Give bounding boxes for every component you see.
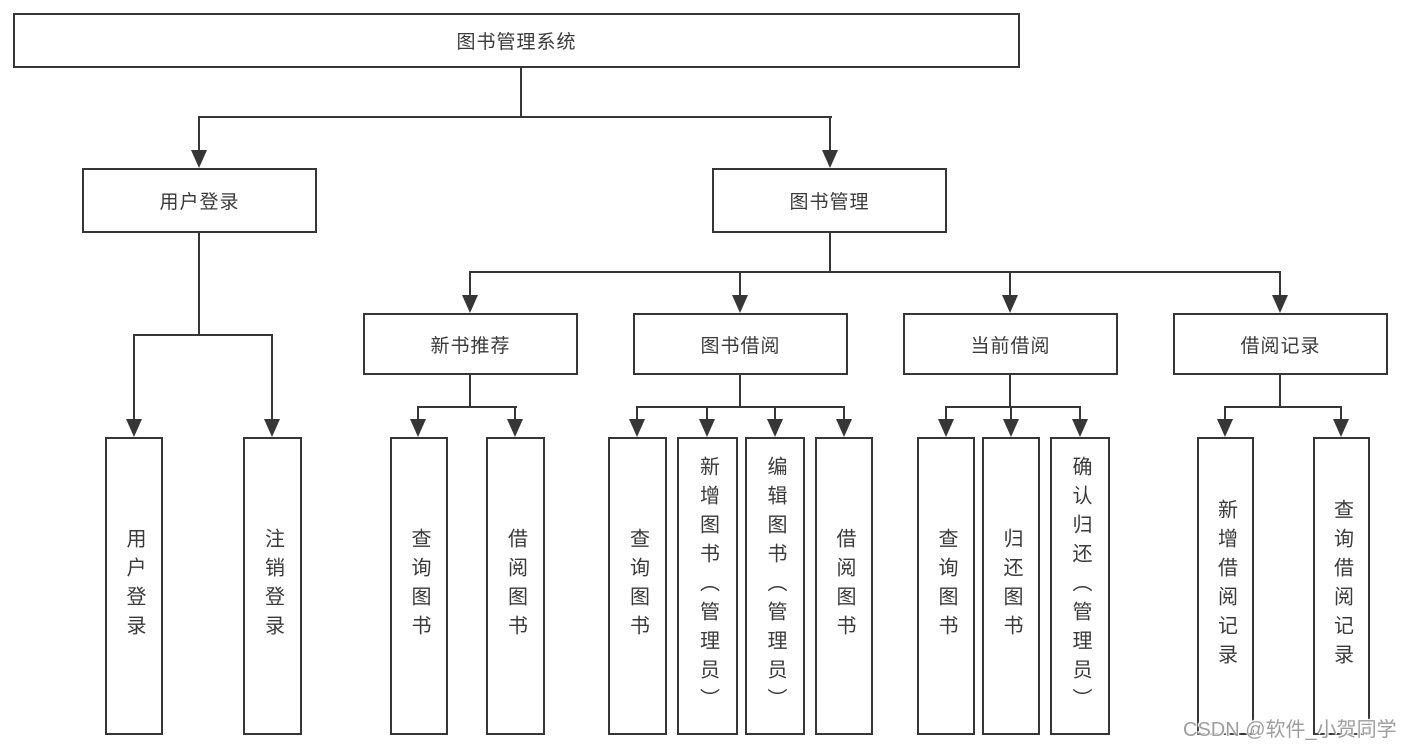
node-leaf-borrow-books-2: 借阅图书: [815, 437, 873, 735]
node-label: 新增图书（管理员）: [696, 455, 719, 717]
connector-to-leaf: [417, 406, 419, 421]
connector-to-leaf: [843, 406, 845, 421]
connector-current-borrow-branch: [945, 406, 1081, 408]
node-borrow-records: 借阅记录: [1173, 313, 1388, 375]
arrow-down-icon: [191, 150, 207, 168]
arrow-down-icon: [836, 419, 852, 437]
node-leaf-add-borrow-record: 新增借阅记录: [1197, 437, 1254, 735]
node-book-borrow: 图书借阅: [633, 313, 848, 375]
connector-to-borrow-records: [1279, 271, 1281, 297]
arrow-down-icon: [1272, 295, 1288, 313]
node-leaf-query-borrow-record: 查询借阅记录: [1313, 437, 1370, 735]
connector-user-login-drop: [198, 233, 200, 336]
connector-to-leaf: [1010, 406, 1012, 421]
node-leaf-return-books: 归还图书: [982, 437, 1040, 735]
arrow-down-icon: [462, 295, 478, 313]
node-leaf-edit-books-admin: 编辑图书（管理员）: [745, 437, 805, 735]
connector-user-login-branch: [133, 334, 273, 336]
connector-to-leaf: [133, 334, 135, 421]
node-label: 归还图书: [1000, 528, 1022, 644]
connector-new-books-drop: [469, 375, 471, 408]
arrow-down-icon: [699, 419, 715, 437]
node-label: 查询借阅记录: [1330, 499, 1353, 673]
connector-to-user-login: [198, 116, 200, 154]
node-leaf-user-login: 用户登录: [105, 437, 163, 735]
connector-to-leaf: [1340, 406, 1342, 421]
connector-to-leaf: [1224, 406, 1226, 421]
connector-current-borrow-drop: [1009, 375, 1011, 408]
node-label: 查询图书: [935, 528, 957, 644]
arrow-down-icon: [410, 419, 426, 437]
connector-borrow-records-branch: [1224, 406, 1342, 408]
connector-to-leaf: [706, 406, 708, 421]
arrow-down-icon: [822, 150, 838, 168]
node-leaf-logout: 注销登录: [243, 437, 302, 735]
connector-book-borrow-branch: [636, 406, 845, 408]
csdn-watermark: CSDN @软件_小贺同学: [1183, 719, 1397, 741]
node-current-borrow: 当前借阅: [903, 313, 1118, 375]
arrow-down-icon: [732, 295, 748, 313]
connector-to-new-books: [469, 271, 471, 297]
connector-borrow-records-drop: [1279, 375, 1281, 408]
arrow-down-icon: [1217, 419, 1233, 437]
node-label: 借阅图书: [833, 528, 855, 644]
node-label: 编辑图书（管理员）: [764, 455, 786, 717]
node-label: 借阅图书: [504, 528, 527, 644]
connector-to-leaf: [1079, 406, 1081, 421]
node-root: 图书管理系统: [13, 13, 1020, 68]
connector-level2-branch: [198, 116, 832, 118]
connector-book-borrow-drop: [739, 375, 741, 408]
connector-to-leaf: [945, 406, 947, 421]
node-label: 新增借阅记录: [1214, 499, 1237, 673]
node-label: 确认归还（管理员）: [1069, 455, 1091, 717]
connector-to-book-mgmt: [829, 116, 831, 154]
node-leaf-add-books-admin: 新增图书（管理员）: [677, 437, 738, 735]
arrow-down-icon: [767, 419, 783, 437]
connector-root-drop: [520, 68, 522, 117]
node-book-mgmt: 图书管理: [712, 168, 947, 233]
connector-to-leaf: [774, 406, 776, 421]
connector-level3-branch: [469, 271, 1281, 273]
arrow-down-icon: [264, 419, 280, 437]
arrow-down-icon: [126, 419, 142, 437]
arrow-down-icon: [1002, 295, 1018, 313]
arrow-down-icon: [1003, 419, 1019, 437]
node-new-books: 新书推荐: [363, 313, 578, 375]
node-user-login: 用户登录: [82, 168, 317, 233]
arrow-down-icon: [1333, 419, 1349, 437]
connector-book-mgmt-drop: [829, 233, 831, 273]
connector-to-book-borrow: [739, 271, 741, 297]
connector-to-current-borrow: [1009, 271, 1011, 297]
connector-new-books-branch: [417, 406, 517, 408]
node-leaf-query-books-1: 查询图书: [390, 437, 448, 735]
node-label: 查询图书: [408, 528, 430, 644]
node-label: 注销登录: [261, 528, 284, 644]
arrow-down-icon: [629, 419, 645, 437]
arrow-down-icon: [1072, 419, 1088, 437]
node-leaf-query-books-2: 查询图书: [608, 437, 667, 735]
arrow-down-icon: [507, 419, 523, 437]
node-leaf-confirm-return-admin: 确认归还（管理员）: [1050, 437, 1110, 735]
node-label: 查询图书: [626, 528, 649, 644]
node-label: 用户登录: [123, 528, 145, 644]
connector-to-leaf: [514, 406, 516, 421]
node-leaf-borrow-books-1: 借阅图书: [486, 437, 545, 735]
connector-to-leaf: [636, 406, 638, 421]
connector-to-leaf: [271, 334, 273, 421]
node-leaf-query-books-3: 查询图书: [917, 437, 975, 735]
arrow-down-icon: [938, 419, 954, 437]
